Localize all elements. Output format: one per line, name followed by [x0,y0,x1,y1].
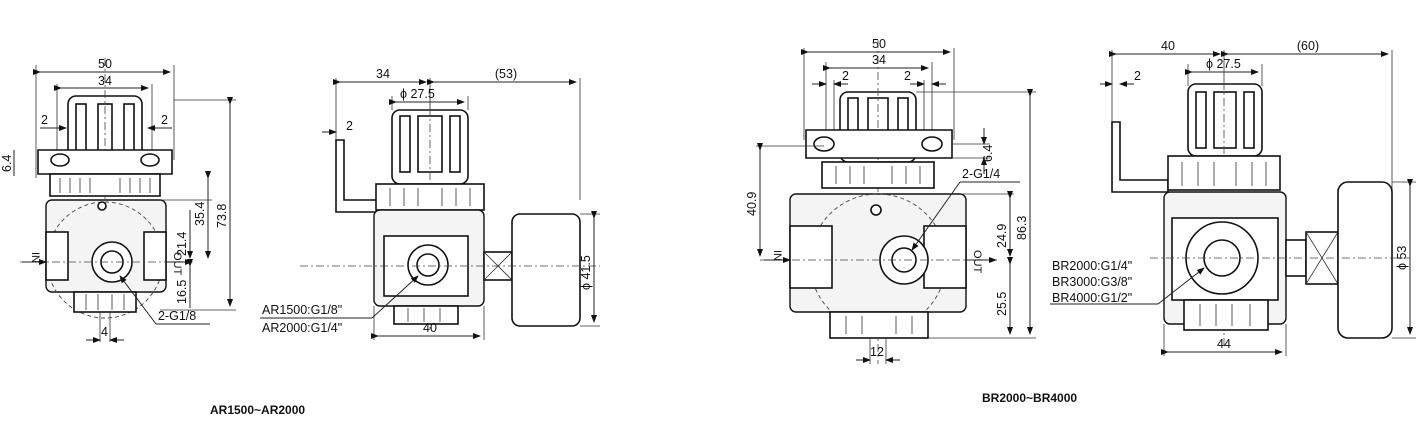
br-front-in-label: IN [771,250,783,261]
br-front-dim-12: 12 [870,345,884,359]
br-front-dim-34: 34 [872,53,886,67]
br-front-dim-2b: 2 [904,69,911,83]
br-side-port-label-2: BR3000:G3/8" [1052,275,1132,289]
br-side-dim-60: (60) [1297,39,1319,53]
ar-front-out-label: OUT [171,252,183,276]
br-side-port-label-1: BR2000:G1/4" [1052,259,1132,273]
br-front-dim-40-9: 40.9 [745,192,759,216]
br-front-dim-86-3: 86.3 [1015,216,1029,240]
ar-side-dim-2: 2 [346,119,353,133]
br-front-dim-25-5: 25.5 [995,292,1009,316]
br-side-dim-44: 44 [1217,337,1231,351]
ar-front-view: 50 34 2 2 [0,57,236,343]
ar-side-dim-phi-27-5: ϕ 27.5 [400,87,435,101]
br-front-dim-2a: 2 [842,69,849,83]
ar-front-dim-2a: 2 [41,113,48,127]
ar-side-dim-phi-41-5: ϕ 41.5 [579,255,593,290]
br-front-port-label: 2-G1/4 [962,167,1000,181]
caption-left: AR1500~AR2000 [210,403,305,417]
br-side-dim-phi-53: ϕ 53 [1395,246,1409,270]
br-side-port-label-3: BR4000:G1/2" [1052,291,1132,305]
ar-front-dim-73-8: 73.8 [215,204,229,228]
br-front-out-label: OUT [971,250,983,274]
ar-front-dim-2b: 2 [161,113,168,127]
ar-side-dim-53: (53) [495,67,517,81]
ar-side-port-label-2: AR2000:G1/4" [262,321,342,335]
ar-side-port-label-1: AR1500:G1/8" [262,303,342,317]
br-side-dim-40: 40 [1161,39,1175,53]
ar-front-dim-35-4: 35.4 [193,202,207,226]
ar-front-dim-6-4: 6.4 [0,155,14,172]
br-side-dim-2: 2 [1134,69,1141,83]
ar-side-dim-34: 34 [376,67,390,81]
br-front-dim-24-9: 24.9 [995,224,1009,248]
br-front-view: 50 34 2 2 6.4 [745,37,1036,364]
br-front-dim-50: 50 [872,37,886,51]
br-side-view: 40 (60) ϕ 27.5 2 [1050,39,1416,356]
ar-front-in-label: IN [29,252,41,263]
ar-front-dim-4: 4 [101,325,108,339]
caption-right: BR2000~BR4000 [982,391,1077,405]
ar-side-dim-40: 40 [423,321,437,335]
ar-front-port-label: 2-G1/8 [158,309,196,323]
ar-front-dim-16-5: 16.5 [175,280,189,304]
ar-side-view: 34 (53) ϕ 27.5 2 [260,67,600,340]
br-front-dim-6-4: 6.4 [981,145,995,162]
br-side-dim-phi-27-5: ϕ 27.5 [1206,57,1241,71]
ar-front-dim-21-4: 21.4 [175,232,189,256]
